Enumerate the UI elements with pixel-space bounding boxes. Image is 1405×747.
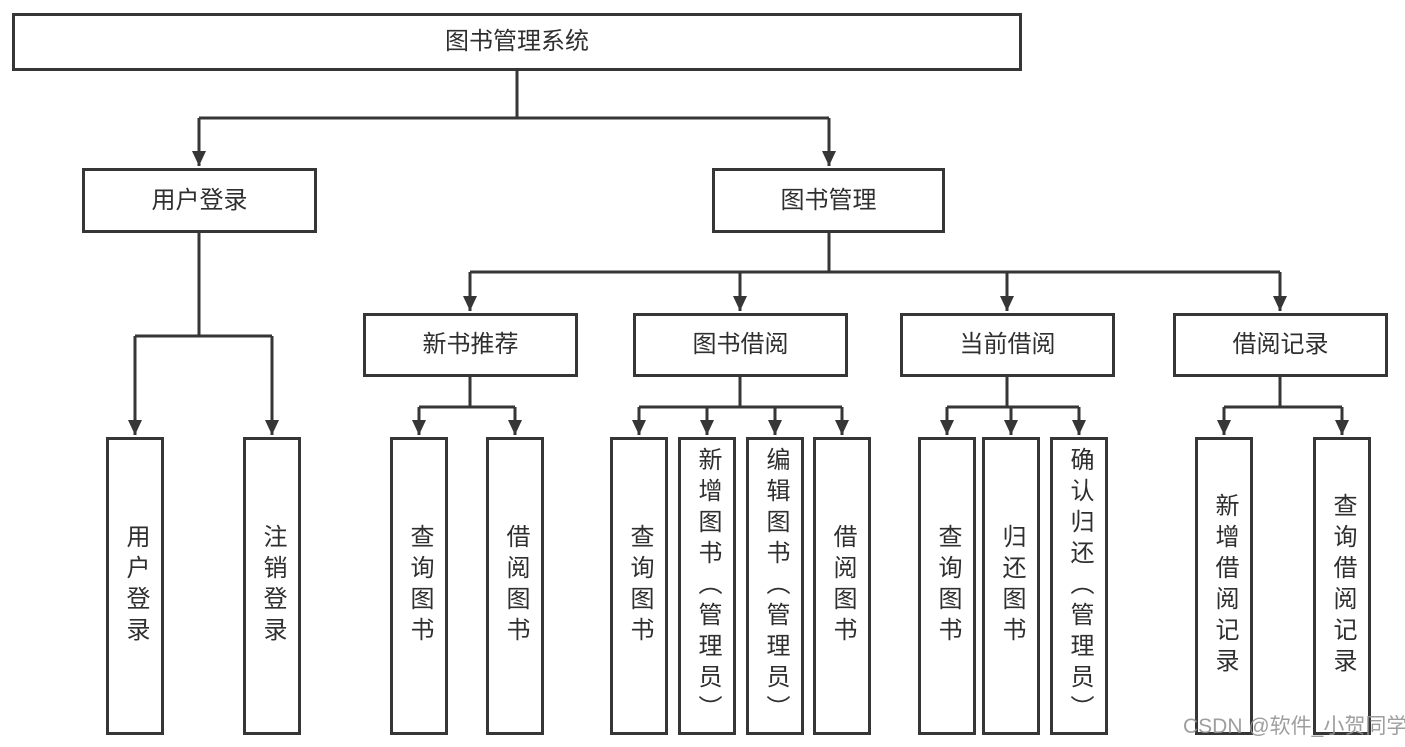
- leaf-edit-book-admin-label: 编辑图书（管理员）: [762, 446, 789, 726]
- leaf-confirm-return-admin-label: 确认归还（管理员）: [1066, 446, 1093, 726]
- csdn-watermark: CSDN @软件_小贺同学: [1183, 715, 1405, 738]
- node-book-borrow: 图书借阅: [633, 313, 848, 377]
- leaf-query-borrow-record-label: 查询借阅记录: [1329, 493, 1356, 679]
- leaf-borrow-books-recommend-label: 借阅图书: [502, 524, 529, 648]
- leaf-query-books-current: 查询图书: [918, 437, 976, 735]
- leaf-edit-book-admin: 编辑图书（管理员）: [746, 437, 804, 735]
- leaf-return-book: 归还图书: [982, 437, 1040, 735]
- leaf-query-books-current-label: 查询图书: [934, 524, 961, 648]
- leaf-return-book-label: 归还图书: [998, 524, 1025, 648]
- leaf-confirm-return-admin: 确认归还（管理员）: [1050, 437, 1108, 735]
- leaf-add-book-admin-label: 新增图书（管理员）: [694, 446, 721, 726]
- leaf-user-login-label: 用户登录: [122, 524, 149, 648]
- leaf-logout: 注销登录: [243, 437, 301, 735]
- node-user-login: 用户登录: [82, 168, 317, 233]
- node-book-borrow-label: 图书借阅: [692, 331, 789, 358]
- leaf-borrow-books-recommend: 借阅图书: [486, 437, 544, 735]
- leaf-user-login: 用户登录: [106, 437, 164, 735]
- leaf-add-borrow-record-label: 新增借阅记录: [1211, 493, 1238, 679]
- leaf-add-book-admin: 新增图书（管理员）: [678, 437, 736, 735]
- node-book-management: 图书管理: [712, 168, 945, 233]
- node-book-management-label: 图书管理: [780, 186, 877, 214]
- node-root-system-label: 图书管理系统: [445, 28, 589, 55]
- leaf-query-books-borrow-label: 查询图书: [626, 524, 653, 648]
- leaf-query-books-recommend: 查询图书: [390, 437, 448, 735]
- leaf-query-borrow-record: 查询借阅记录: [1313, 437, 1371, 735]
- node-user-login-label: 用户登录: [151, 186, 248, 214]
- leaf-logout-label: 注销登录: [259, 524, 286, 648]
- node-current-borrow-label: 当前借阅: [959, 331, 1056, 358]
- leaf-add-borrow-record: 新增借阅记录: [1195, 437, 1253, 735]
- leaf-borrow-books-borrow-label: 借阅图书: [829, 524, 856, 648]
- node-current-borrow: 当前借阅: [900, 313, 1115, 377]
- leaf-borrow-books-borrow: 借阅图书: [813, 437, 871, 735]
- node-new-book-recommend-label: 新书推荐: [422, 331, 519, 358]
- leaf-query-books-borrow: 查询图书: [610, 437, 668, 735]
- node-borrow-records-label: 借阅记录: [1232, 331, 1329, 358]
- node-new-book-recommend: 新书推荐: [363, 313, 578, 377]
- node-borrow-records: 借阅记录: [1173, 313, 1388, 377]
- leaf-query-books-recommend-label: 查询图书: [406, 524, 433, 648]
- node-root-system: 图书管理系统: [12, 13, 1022, 71]
